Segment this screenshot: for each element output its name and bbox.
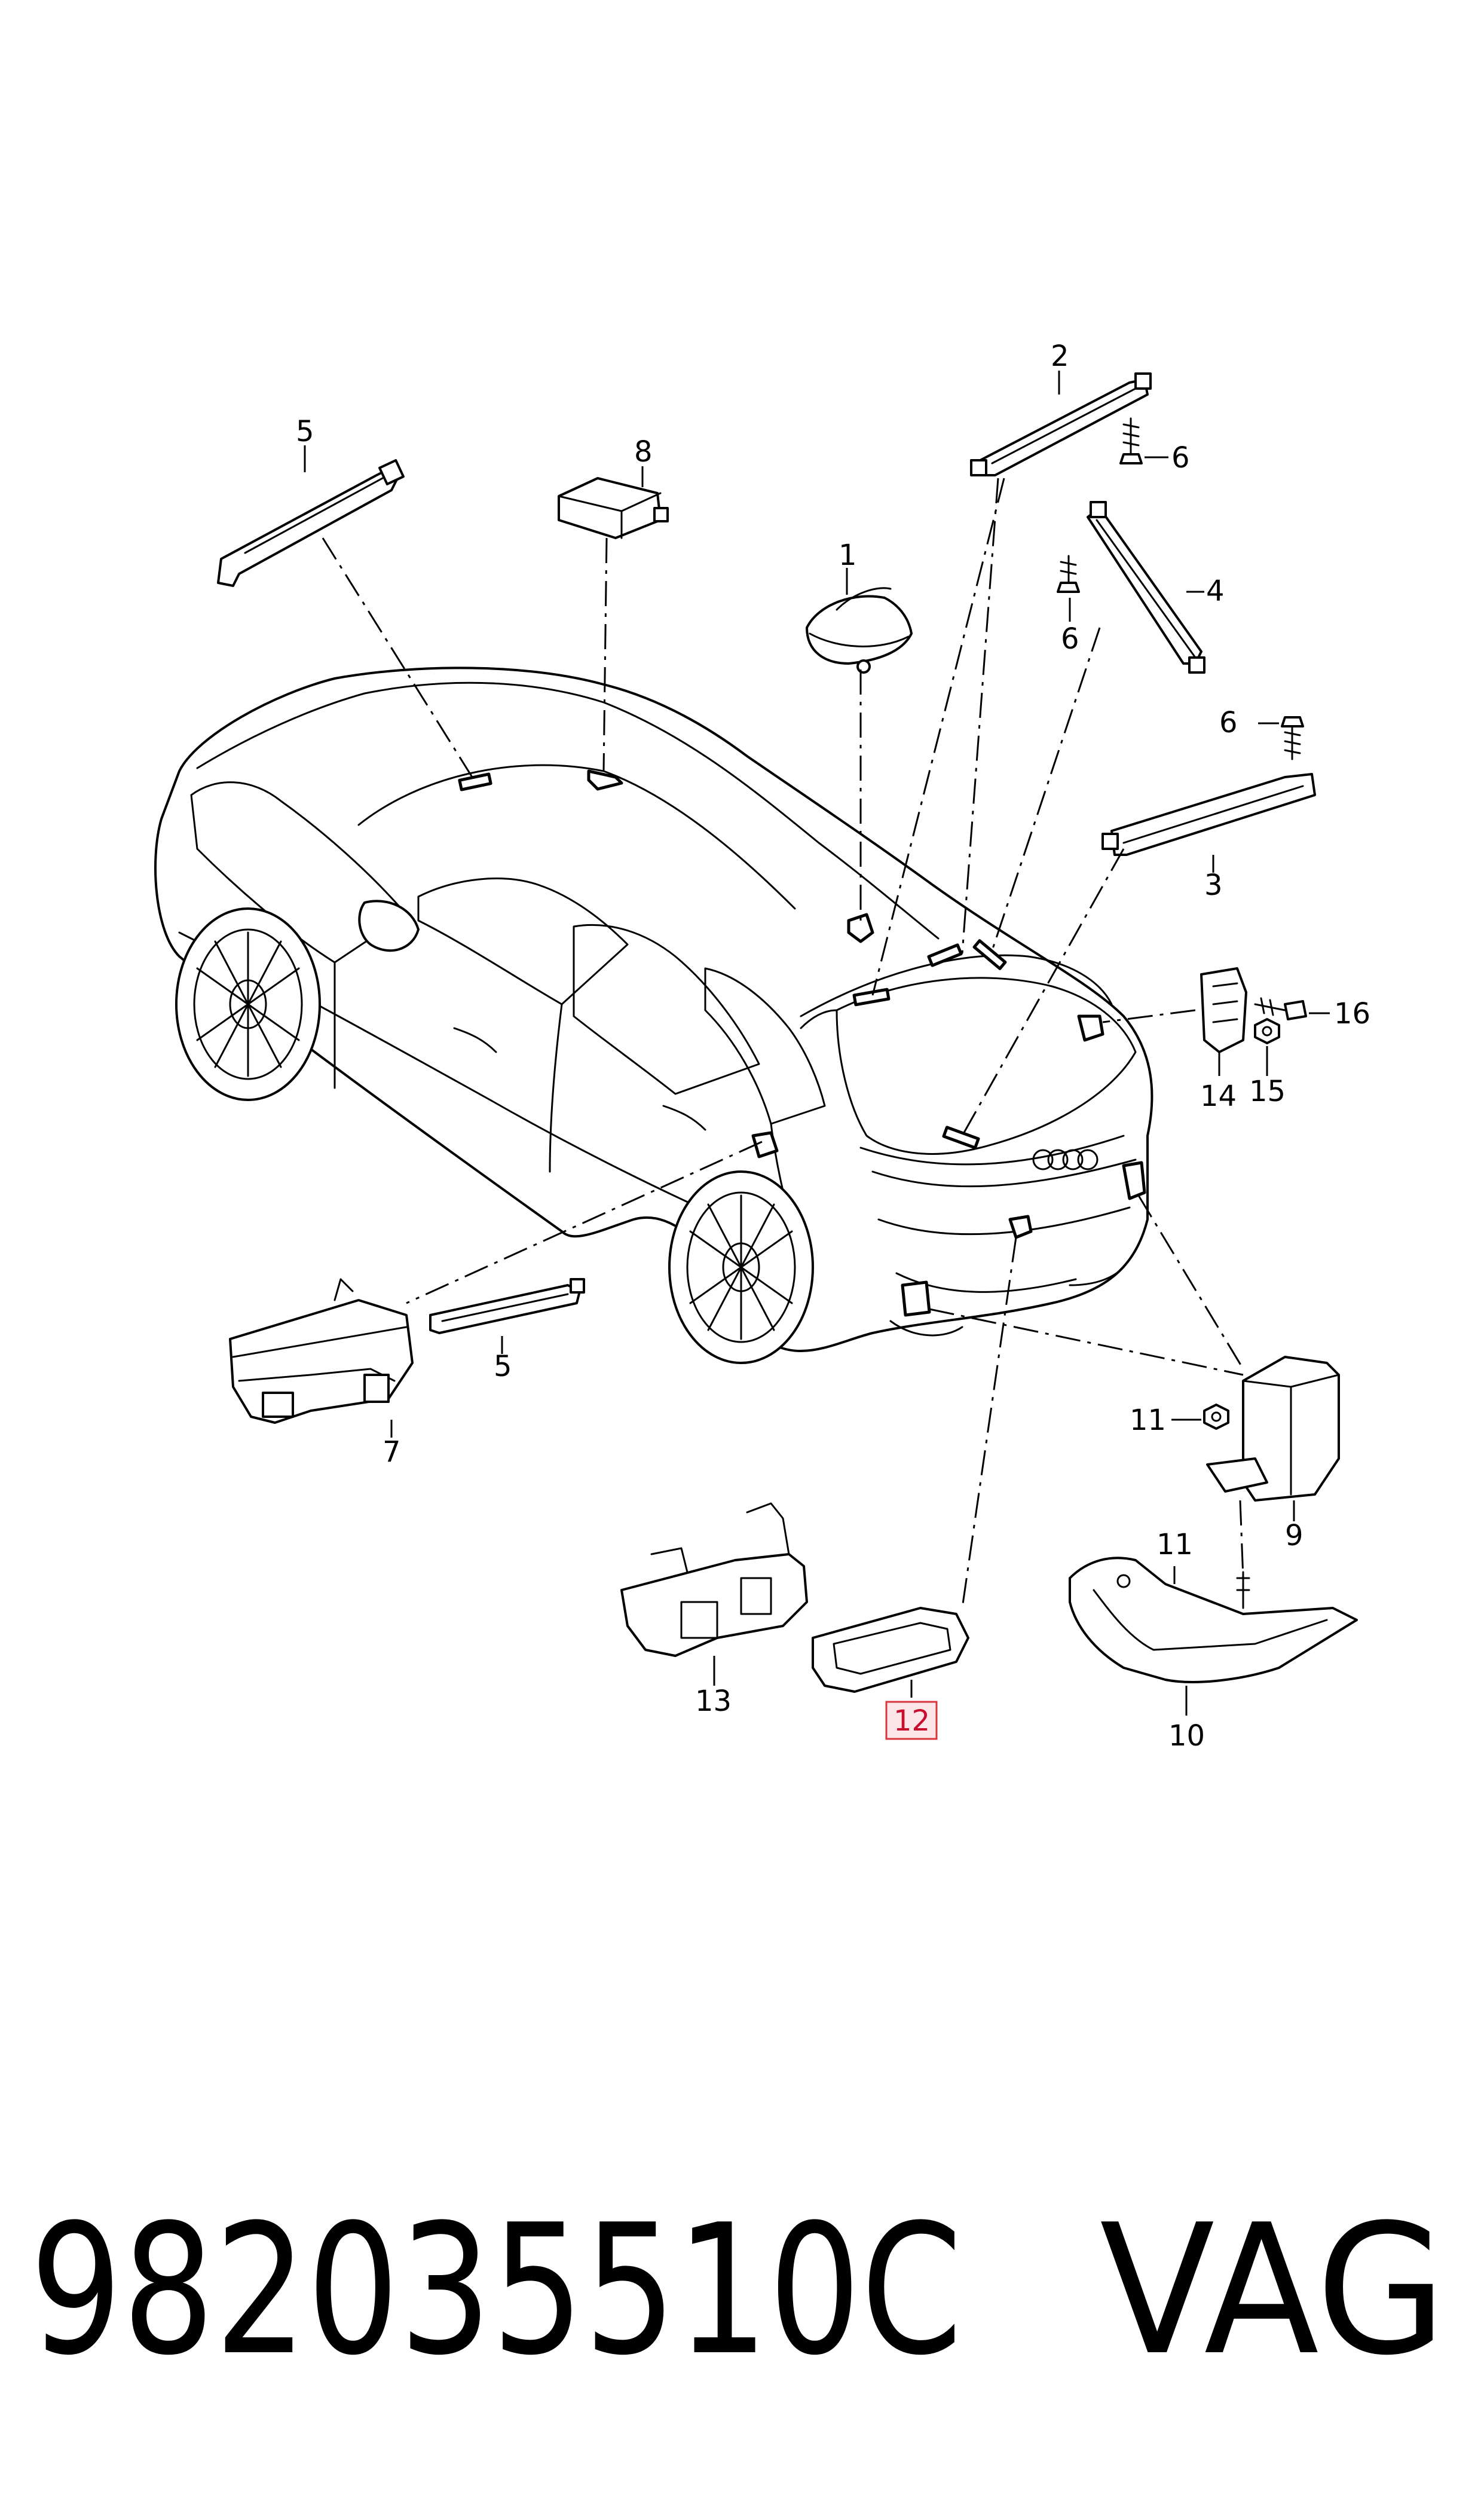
fasteners-15-16 (1254, 997, 1307, 1044)
part-2-antenna-strip (970, 372, 1152, 476)
callout-6-c: 6 (1219, 706, 1238, 739)
part-13-bracket (620, 1502, 808, 1657)
footer: 982035510C VAG (30, 2186, 1446, 2395)
callout-2: 2 (1051, 340, 1069, 373)
callout-16: 16 (1334, 997, 1370, 1031)
callout-6-a: 6 (1171, 441, 1190, 475)
callout-6-b: 6 (1061, 622, 1079, 656)
leader-lines (304, 371, 1330, 1716)
callout-5-top: 5 (296, 415, 314, 448)
callout-10: 10 (1168, 1719, 1205, 1753)
callout-11-b: 11 (1156, 1528, 1193, 1561)
callout-8: 8 (634, 435, 653, 469)
callout-labels: 1 2 3 4 5 5 6 6 6 7 8 9 10 11 11 12 13 1… (296, 340, 1370, 1753)
part-3-antenna-strip (1101, 773, 1316, 856)
callout-7: 7 (383, 1435, 401, 1469)
callout-1: 1 (839, 539, 857, 572)
part-4-antenna-strip (1087, 501, 1205, 674)
screws-6 (1057, 417, 1304, 760)
part-12-cover-plate (812, 1607, 969, 1693)
part-8-control-unit (558, 477, 669, 539)
vehicle-outline (154, 667, 1153, 1364)
part-14-sensor (1200, 967, 1247, 1053)
callout-12: 12 (894, 1704, 930, 1738)
callout-9: 9 (1285, 1519, 1304, 1552)
callout-14: 14 (1200, 1080, 1237, 1113)
part-5-bottom (429, 1278, 585, 1334)
callout-4: 4 (1206, 574, 1225, 608)
part-10-bracket (1069, 1557, 1358, 1683)
callout-5-bottom: 5 (494, 1350, 512, 1383)
callout-15: 15 (1249, 1075, 1286, 1108)
callout-11-a: 11 (1130, 1404, 1166, 1437)
part-9-module (1206, 1356, 1340, 1502)
part-number: 982035510C (30, 2186, 962, 2395)
part-1-antenna (806, 587, 913, 674)
brand-label: VAG (1100, 2186, 1446, 2395)
mounting-marks (458, 769, 1146, 1317)
callout-3: 3 (1204, 869, 1223, 902)
part-7-bracket (229, 1278, 414, 1424)
part-5-top (217, 459, 405, 587)
installation-lines (322, 478, 1244, 1609)
callout-13: 13 (695, 1685, 732, 1718)
nuts-11 (1155, 1404, 1229, 1612)
highlight-box-12 (885, 1701, 938, 1740)
